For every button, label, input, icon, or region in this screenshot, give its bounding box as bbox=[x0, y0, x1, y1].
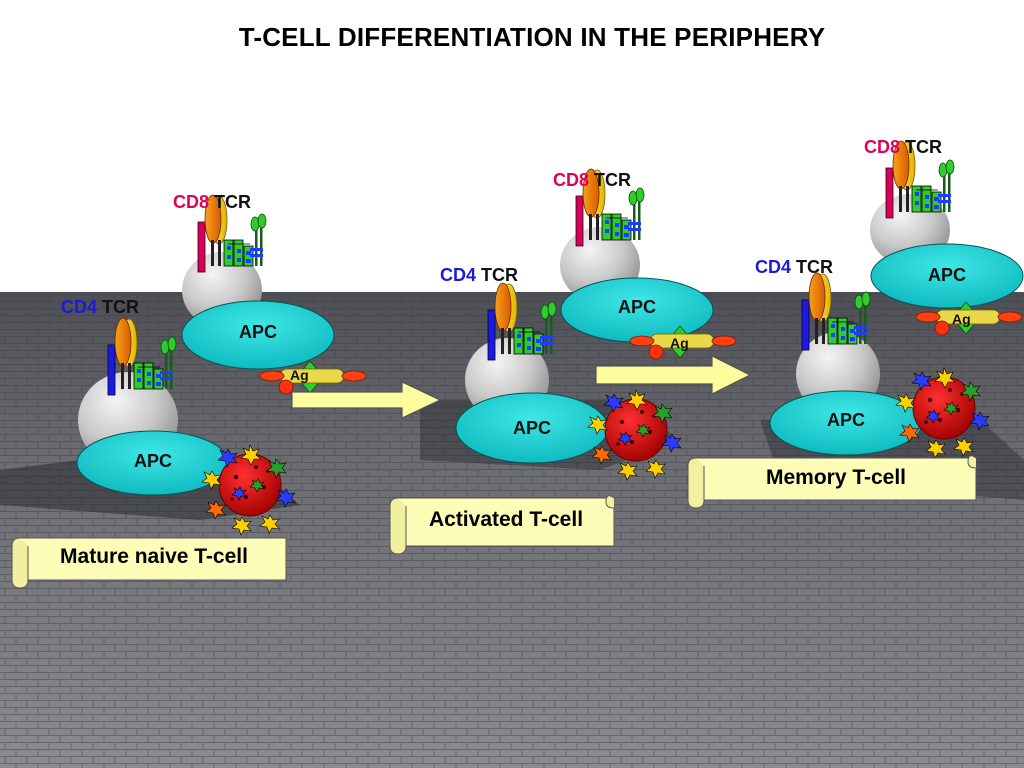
stage-memory-cd4-tcell bbox=[769, 272, 990, 459]
stage-naive-cd8-tcell bbox=[181, 194, 367, 395]
scroll-banner-naive bbox=[11, 537, 287, 589]
cd4-tcr-label: CD4 TCR bbox=[440, 265, 519, 285]
stage-activated-cd4-tcell bbox=[455, 282, 682, 481]
cd4-tcr-label: CD4 TCR bbox=[61, 297, 140, 317]
stage-activated-cd8-tcell bbox=[560, 168, 737, 360]
progression-arrow bbox=[291, 381, 442, 419]
cd8-tcr-label: CD8 TCR bbox=[553, 170, 632, 190]
apc-label: APC bbox=[238, 322, 277, 342]
cd4-tcr-label: CD4 TCR bbox=[755, 257, 834, 277]
ag-label: Ag bbox=[670, 335, 689, 351]
apc-label: APC bbox=[826, 410, 865, 430]
sky-background bbox=[0, 0, 1024, 292]
apc-label: APC bbox=[133, 451, 172, 471]
slide-title: T-CELL DIFFERENTIATION IN THE PERIPHERY bbox=[238, 22, 826, 52]
stage-label-naive: Mature naive T-cell bbox=[60, 545, 248, 568]
apc-label: APC bbox=[617, 297, 656, 317]
apc-label: APC bbox=[512, 418, 551, 438]
ag-label: Ag bbox=[290, 367, 309, 383]
stage-label-activated: Activated T-cell bbox=[428, 508, 584, 531]
ag-label: Ag bbox=[952, 311, 971, 327]
apc-label: APC bbox=[927, 265, 966, 285]
stage-label-memory: Memory T-cell bbox=[765, 466, 907, 489]
scroll-banner-activated bbox=[389, 495, 615, 555]
cd8-tcr-label: CD8 TCR bbox=[864, 137, 943, 157]
progression-arrow bbox=[595, 355, 752, 395]
apc-cell bbox=[181, 300, 335, 370]
scroll-banner-memory bbox=[687, 455, 977, 509]
stage-naive-cd4-tcell bbox=[76, 317, 296, 536]
stage-memory-cd8-tcell bbox=[870, 140, 1024, 336]
cd8-tcr-label: CD8 TCR bbox=[173, 192, 252, 212]
